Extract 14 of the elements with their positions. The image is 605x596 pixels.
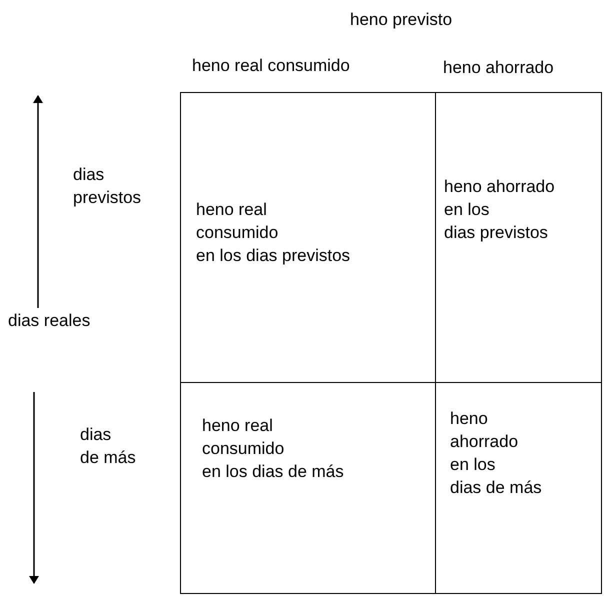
cell-text: heno real consumido en los dias de más xyxy=(202,415,344,483)
cell-text: heno ahorrado en los dias de más xyxy=(450,408,542,499)
table-cell xyxy=(180,92,436,383)
row-header: dias de más xyxy=(80,424,136,469)
column-header: heno real consumido xyxy=(192,55,350,77)
row-header: dias previstos xyxy=(73,164,142,209)
cell-text: heno ahorrado en los dias previstos xyxy=(444,176,555,244)
table-cell xyxy=(435,382,602,594)
column-group-header: heno previsto xyxy=(350,9,452,31)
table-cell xyxy=(435,92,602,383)
axis-label: dias reales xyxy=(8,310,90,332)
cell-text: heno real consumido en los dias previstos xyxy=(196,199,350,267)
table-cell xyxy=(180,382,436,594)
column-header: heno ahorrado xyxy=(443,57,554,79)
